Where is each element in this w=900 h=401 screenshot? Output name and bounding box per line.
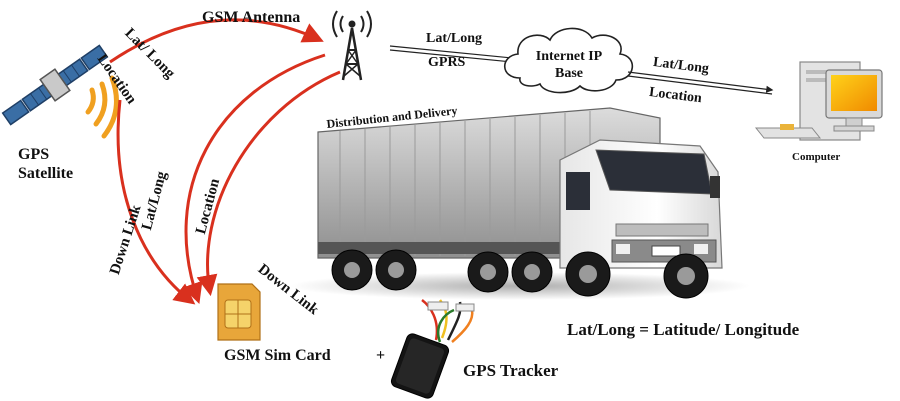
cloud-icon (503, 27, 634, 94)
gsm-sim-card-label: GSM Sim Card (224, 347, 331, 364)
satellite-icon (1, 44, 109, 126)
gsm-antenna-label: GSM Antenna (202, 9, 301, 26)
gps-tracker-icon (390, 299, 475, 399)
internet-ip-label-line1: Internet IP (535, 49, 603, 64)
internet-ip-label-line2: Base (555, 66, 583, 81)
gps-satellite-label: GPS Satellite (18, 145, 73, 183)
gps-satellite-label-line1: GPS (18, 146, 50, 163)
arrow-satellite-to-antenna (109, 18, 324, 64)
signal-arrows (109, 18, 341, 305)
satellite-signal-icon (85, 75, 119, 139)
plus-label: + (376, 347, 386, 364)
computer-label: Computer (792, 151, 841, 163)
legend-label: Lat/Long = Latitude/ Longitude (567, 320, 800, 339)
arrow-antenna-to-sim-location (196, 70, 341, 297)
antenna-tower-icon (332, 10, 372, 81)
sim-card-icon (217, 283, 261, 341)
lat-long-gprs-label: Lat/Long (426, 31, 483, 46)
arrow-antenna-to-sim-latlong (182, 53, 326, 304)
truck-icon (290, 107, 750, 300)
internet-ip-label: Internet IP Base (522, 48, 616, 82)
gprs-link-lines (389, 45, 513, 63)
gps-tracker-label: GPS Tracker (463, 361, 559, 380)
gprs-label: GPRS (428, 55, 466, 70)
computer-icon (754, 61, 883, 141)
internet-link-lines (627, 71, 774, 95)
arrow-satellite-to-sim (116, 99, 196, 305)
gps-satellite-label-line2: Satellite (18, 165, 74, 182)
